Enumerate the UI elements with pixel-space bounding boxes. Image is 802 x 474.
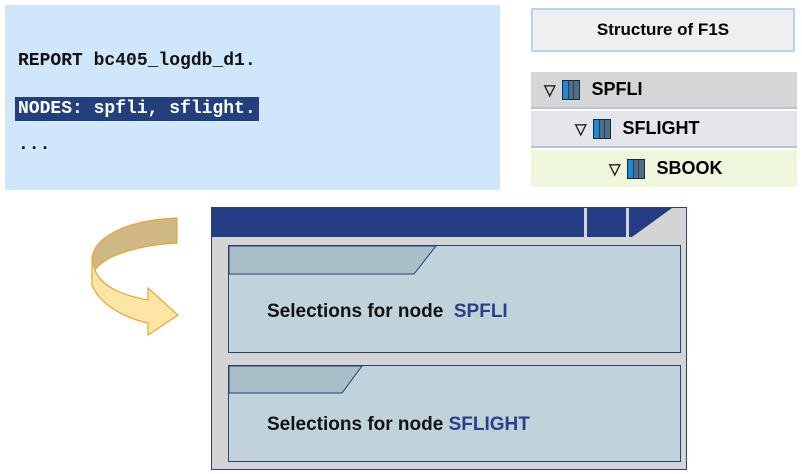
expand-triangle-icon[interactable]: ▽ bbox=[575, 120, 587, 138]
table-icon bbox=[626, 158, 645, 179]
tree-node-sflight[interactable]: ▽ SFLIGHT bbox=[531, 111, 797, 148]
panel-node: SPFLI bbox=[453, 301, 508, 322]
code-line-ellipsis: ... bbox=[18, 135, 51, 155]
tree-node-spfli[interactable]: ▽ SPFLI bbox=[531, 72, 797, 109]
selection-block-sflight: Selections for node SFLIGHT bbox=[228, 365, 681, 462]
expand-triangle-icon[interactable]: ▽ bbox=[544, 81, 556, 99]
structure-title: Structure of F1S bbox=[531, 8, 795, 52]
code-line-nodes-highlighted: NODES: spfli, sflight. bbox=[15, 97, 259, 121]
selection-screen-window: Selections for node SPFLI Selections for… bbox=[211, 207, 687, 470]
panel-label: Selections for node bbox=[267, 414, 444, 435]
table-icon bbox=[592, 118, 611, 139]
table-icon bbox=[561, 79, 580, 100]
selection-block-spfli: Selections for node SPFLI bbox=[228, 245, 681, 353]
tree-node-sbook[interactable]: ▽ SBOOK bbox=[531, 150, 797, 187]
node-label: SFLIGHT bbox=[622, 118, 700, 138]
code-line-report: REPORT bc405_logdb_d1. bbox=[18, 51, 256, 71]
expand-triangle-icon[interactable]: ▽ bbox=[609, 160, 621, 178]
panel-label: Selections for node bbox=[267, 301, 444, 322]
code-box: REPORT bc405_logdb_d1. NODES: spfli, sfl… bbox=[5, 5, 500, 190]
node-label: SBOOK bbox=[656, 158, 723, 178]
window-title-bar bbox=[212, 208, 686, 237]
panel-node: SFLIGHT bbox=[448, 414, 530, 435]
node-label: SPFLI bbox=[591, 79, 643, 99]
